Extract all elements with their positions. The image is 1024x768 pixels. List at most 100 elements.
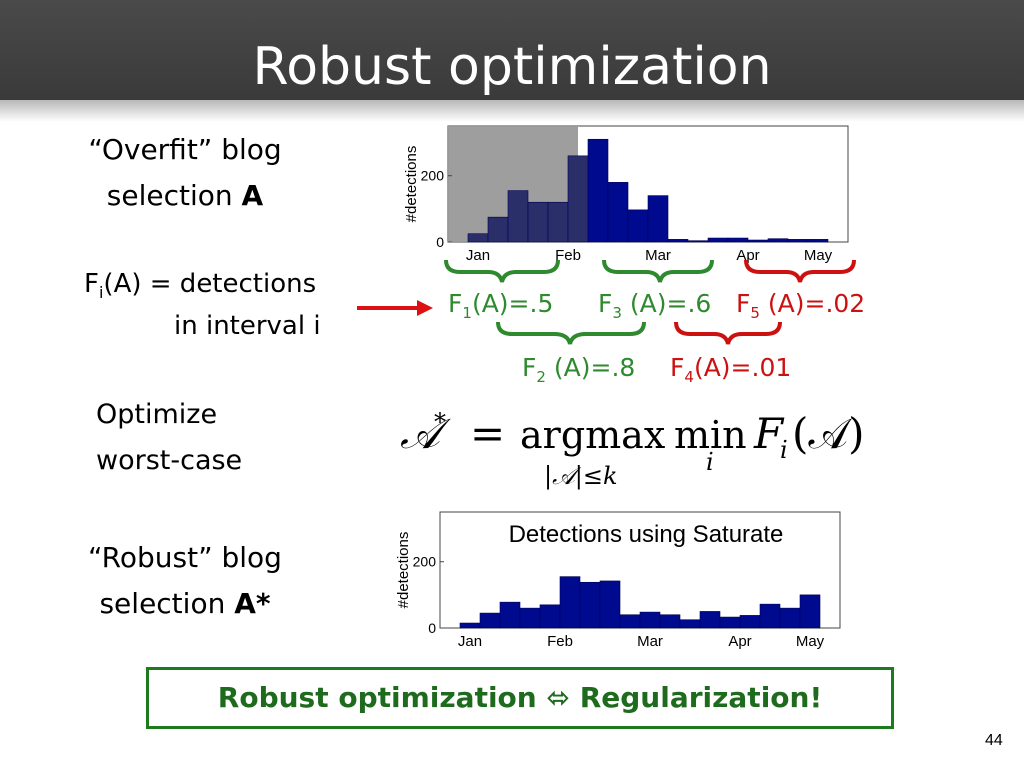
bar [627, 209, 649, 243]
bar [699, 611, 721, 629]
f1-f: F [448, 289, 463, 318]
overfit-label: “Overfit” blog selection A [60, 132, 310, 214]
f4-f: F [670, 353, 685, 382]
bar [599, 580, 621, 629]
brace-f5-icon [744, 259, 856, 283]
bar [527, 201, 549, 243]
f1-value: (A)=.5 [471, 289, 554, 318]
page-number: 44 [985, 732, 1003, 749]
f5-sub: 5 [750, 304, 760, 322]
bar [719, 616, 741, 629]
bar [507, 190, 529, 243]
f5-label: F5 (A)=.02 [736, 286, 865, 331]
f1-label: F1(A)=.5 [448, 286, 553, 331]
f4-label: F4(A)=.01 [670, 350, 791, 395]
f2-label: F2 (A)=.8 [522, 350, 635, 395]
y-axis-label: #detections [395, 532, 412, 609]
fi-f: F [84, 269, 99, 299]
chart-title: Detections using Saturate [509, 521, 784, 548]
fi-definition: Fi(A) = detections [84, 266, 316, 311]
conclusion-left: Robust optimization [217, 681, 537, 714]
x-tick-label: Jan [466, 247, 490, 264]
bar [519, 607, 541, 629]
formula-min: min [674, 413, 747, 457]
x-tick-label: Apr [736, 247, 759, 264]
robust-line1: “Robust” blog [88, 541, 282, 574]
bar [587, 138, 609, 243]
red-arrow-icon [357, 300, 433, 316]
interval-braces [444, 259, 856, 345]
overfit-line1: “Overfit” blog [88, 133, 282, 166]
bar [567, 155, 589, 243]
bar [607, 182, 629, 243]
bar [647, 195, 669, 243]
brace-f1-icon [444, 259, 560, 283]
f4-sub: 4 [684, 368, 694, 386]
title-bar-shadow [0, 100, 1024, 122]
bar [459, 622, 481, 629]
bar [639, 611, 661, 629]
f3-value: (A)=.6 [621, 289, 712, 318]
y-tick-label: 200 [421, 168, 445, 184]
x-tick-label: Jan [458, 633, 482, 650]
bar [779, 607, 801, 629]
x-tick-label: Mar [637, 633, 663, 650]
y-tick-label: 0 [428, 620, 436, 636]
x-tick-label: May [796, 633, 825, 650]
f3-sub: 3 [612, 304, 622, 322]
bar [539, 604, 561, 629]
bar [499, 601, 521, 629]
bar [467, 233, 489, 243]
bar [687, 240, 709, 243]
bar [487, 216, 509, 243]
formula-star: * [434, 408, 446, 436]
bar [479, 612, 501, 629]
bar [739, 615, 761, 629]
conclusion-box: Robust optimization ⬄ Regularization! [146, 667, 894, 729]
brace-f4-icon [674, 321, 782, 345]
bar [807, 239, 829, 243]
overfit-set-symbol: A [241, 179, 264, 212]
fi-definition-line2: in interval i [174, 311, 321, 341]
optimize-line1: Optimize [96, 399, 218, 430]
bar [799, 594, 821, 629]
bar [747, 239, 769, 243]
robust-line2: selection A* [60, 586, 310, 622]
conclusion-right: Regularization! [579, 681, 823, 714]
bar [727, 237, 749, 243]
f5-f: F [736, 289, 751, 318]
brace-f3-icon [602, 259, 714, 283]
y-tick-label: 200 [413, 554, 437, 570]
bar [679, 619, 701, 629]
f2-f: F [522, 353, 537, 382]
optimize-label: Optimize worst-case [96, 392, 242, 484]
bar [659, 614, 681, 629]
conclusion-text: Robust optimization ⬄ Regularization! [149, 670, 891, 726]
formula-arg: (𝒜) [792, 409, 865, 458]
robust-selection-text: selection [99, 587, 235, 620]
bar [787, 239, 809, 243]
x-tick-label: Feb [547, 633, 573, 650]
bar [619, 614, 641, 629]
bar [547, 201, 569, 243]
x-tick-label: Feb [555, 247, 581, 264]
y-axis-label: #detections [403, 146, 420, 223]
formula-f-sub: i [780, 436, 788, 464]
title-bar [0, 0, 1024, 100]
optimize-line2: worst-case [96, 445, 243, 476]
brace-f2-icon [496, 321, 646, 345]
f5-value: (A)=.02 [759, 289, 866, 318]
x-tick-label: Apr [728, 633, 751, 650]
fi-sub: i [98, 283, 104, 303]
slide-title: Robust optimization [252, 37, 772, 97]
robust-set-symbol: A* [234, 587, 271, 620]
x-tick-label: May [804, 247, 833, 264]
formula-argmax: argmax [520, 413, 665, 457]
f3-label: F3 (A)=.6 [598, 286, 711, 331]
bar [759, 603, 781, 629]
formula-argmax-sub: |𝒜|≤k [544, 462, 618, 491]
overfit-line2: selection A [60, 178, 310, 214]
bar [579, 581, 601, 629]
f3-f: F [598, 289, 613, 318]
